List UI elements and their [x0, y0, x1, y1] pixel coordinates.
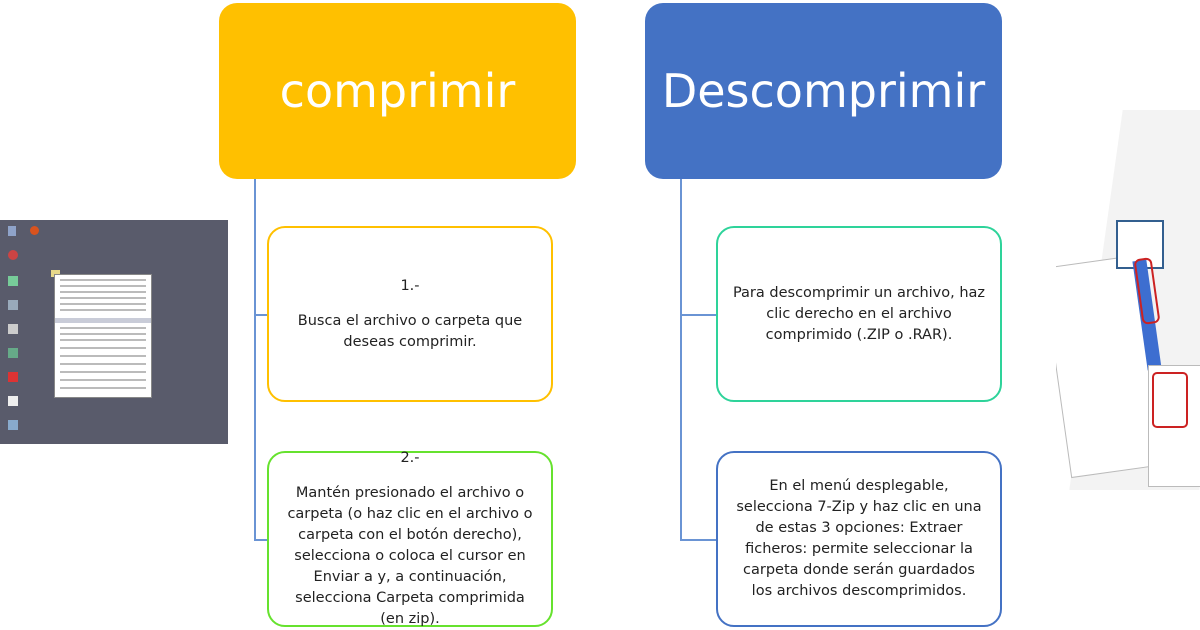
decompress-step-1: Para descomprimir un archivo, haz clic d… — [716, 226, 1002, 402]
step-text: Mantén presionado el archivo o carpeta (… — [287, 485, 533, 627]
compress-step-1: 1.- Busca el archivo o carpeta que desea… — [267, 226, 553, 402]
step-number: 2.- — [400, 450, 420, 466]
7zip-menu-image — [1056, 110, 1200, 490]
step-text: Busca el archivo o carpeta que deseas co… — [297, 312, 523, 350]
compress-step-2: 2.- Mantén presionado el archivo o carpe… — [267, 450, 553, 627]
decompress-connector-1 — [680, 314, 717, 316]
compress-header: comprimir — [219, 3, 576, 179]
compress-title: comprimir — [279, 64, 516, 118]
decompress-title: Descomprimir — [661, 64, 986, 118]
compress-connector-1 — [254, 314, 268, 316]
compress-connector-vertical — [254, 179, 256, 541]
decompress-step-2: En el menú desplegable, selecciona 7-Zip… — [716, 451, 1002, 627]
desktop-context-menu-image — [0, 220, 228, 444]
step-text: En el menú desplegable, selecciona 7-Zip… — [736, 478, 982, 599]
compress-connector-2 — [254, 539, 268, 541]
step-text: Para descomprimir un archivo, haz clic d… — [732, 284, 986, 343]
step-number: 1.- — [400, 277, 420, 294]
decompress-connector-vertical — [680, 179, 682, 541]
context-menu — [54, 274, 152, 398]
decompress-connector-2 — [680, 539, 717, 541]
decompress-header: Descomprimir — [645, 3, 1002, 179]
